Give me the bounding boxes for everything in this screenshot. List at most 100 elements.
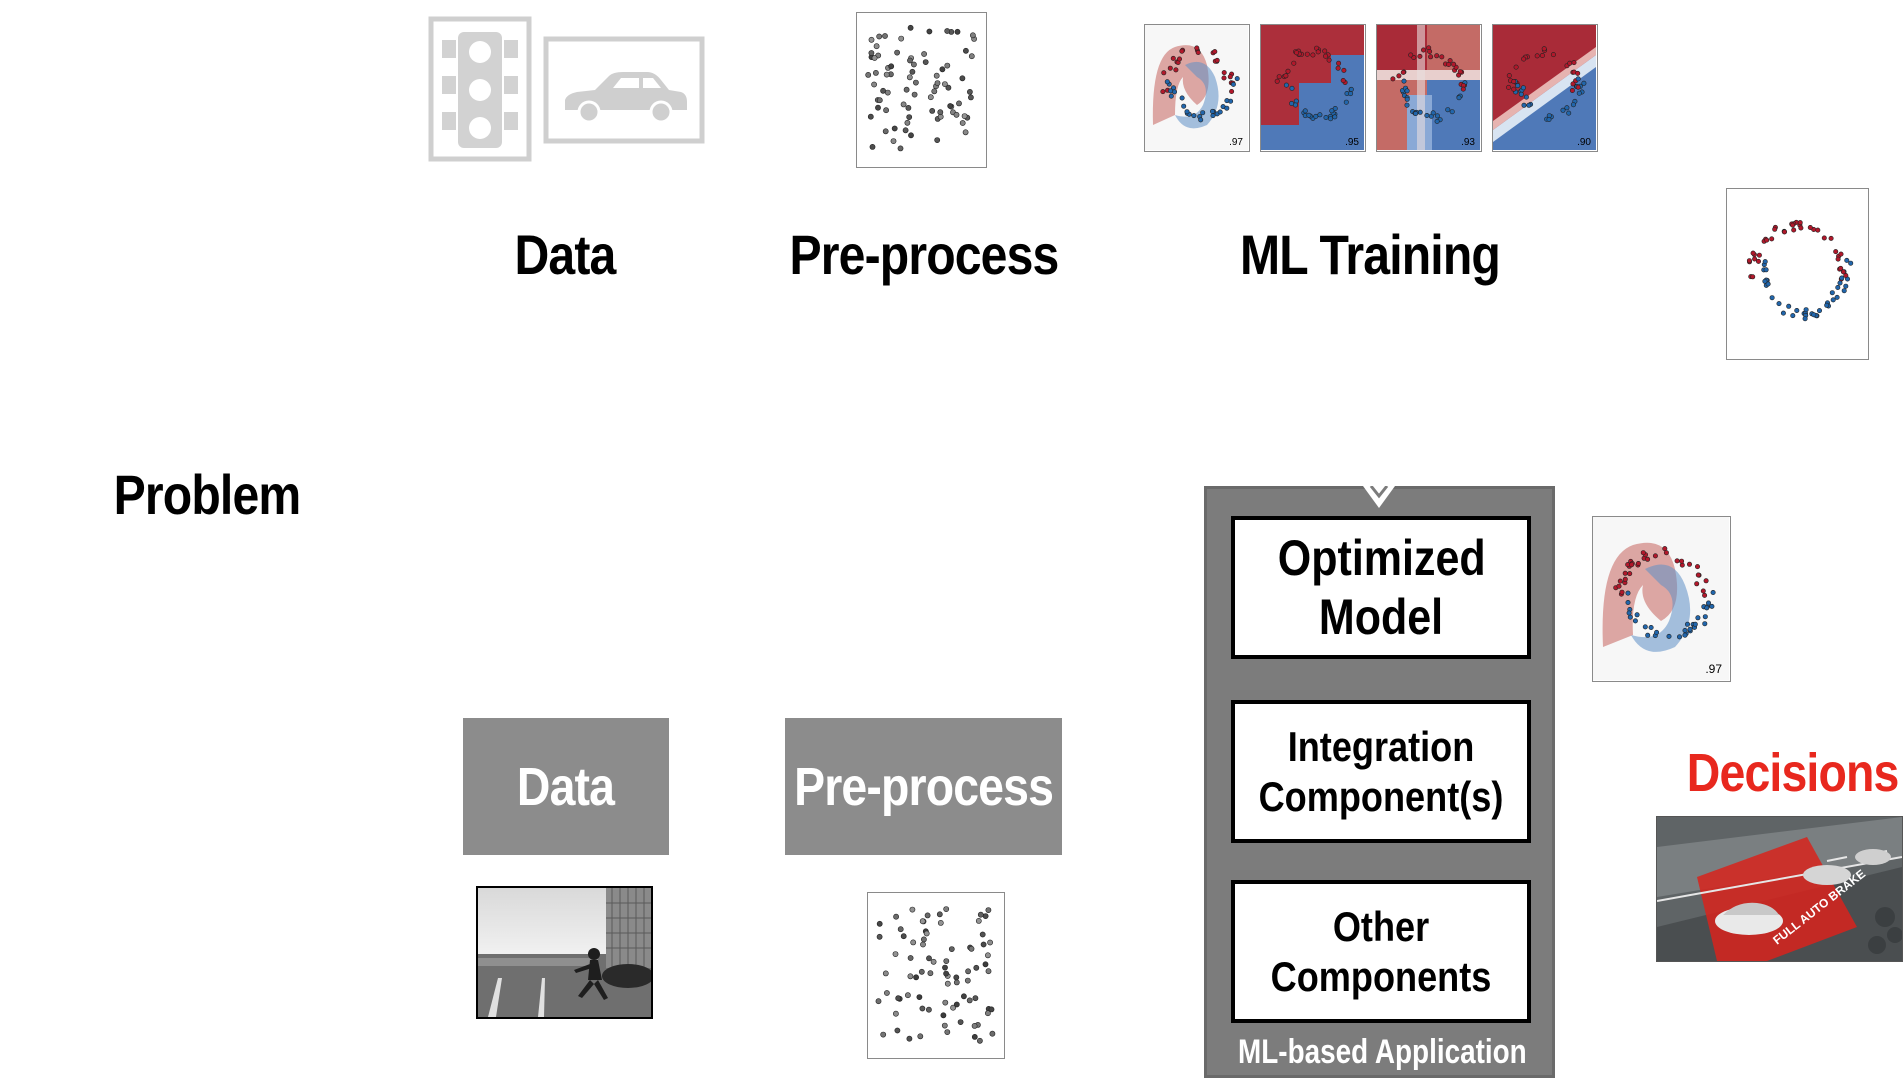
class-b-point [1769, 295, 1775, 301]
class-b-point [1790, 313, 1796, 319]
sample-point [937, 919, 944, 926]
sample-point [959, 120, 966, 126]
class-a-point [1534, 53, 1540, 59]
class-a-point [1674, 558, 1680, 564]
sample-point [868, 36, 875, 43]
sample-point [971, 1033, 978, 1040]
sample-point [961, 993, 967, 1000]
sample-point [953, 974, 960, 981]
optimized-model-thumbnail: .97 [1592, 516, 1731, 682]
sample-point [871, 55, 878, 61]
class-b-point [1210, 113, 1216, 119]
class-a-point [1326, 57, 1332, 63]
sample-point [957, 1019, 964, 1026]
training-score-4: .90 [1577, 137, 1591, 148]
class-a-point [1160, 89, 1166, 95]
sample-point [876, 97, 883, 104]
sample-point [883, 71, 890, 78]
class-b-point [1765, 281, 1771, 287]
class-b-point [1803, 307, 1809, 313]
class-a-point [1390, 76, 1396, 82]
class-a-point [1195, 49, 1201, 55]
class-a-point [1340, 77, 1346, 83]
sample-point [918, 968, 925, 975]
class-b-point [1626, 610, 1632, 616]
class-a-point [1511, 78, 1517, 84]
class-b-point [1685, 621, 1691, 627]
class-b-point [1687, 626, 1693, 632]
class-a-point [1274, 78, 1280, 84]
class-a-point [1285, 68, 1291, 74]
class-b-point [1445, 107, 1451, 113]
sample-point [934, 137, 941, 143]
sample-point [954, 28, 961, 35]
class-a-point [1447, 58, 1453, 64]
class-b-point [1413, 111, 1419, 117]
class-b-point [1164, 79, 1170, 85]
class-a-point [1663, 550, 1669, 556]
sample-point [898, 35, 905, 42]
sample-point [880, 1031, 887, 1038]
sample-point [977, 1037, 983, 1044]
sample-point [916, 994, 923, 1000]
sample-point [906, 114, 913, 120]
class-a-point [1662, 546, 1668, 552]
class-b-point [1564, 105, 1570, 111]
sample-point [911, 91, 918, 98]
model-thumb-score: .97 [1705, 662, 1722, 676]
class-b-point [1682, 628, 1688, 634]
sample-point [902, 127, 909, 134]
class-a-point [1807, 224, 1813, 230]
sample-point [939, 66, 946, 73]
sample-point [875, 998, 882, 1005]
sample-point [968, 53, 975, 60]
training-plot-3: .93 [1376, 24, 1482, 152]
class-a-point [1457, 69, 1463, 75]
sample-point [956, 100, 962, 107]
class-a-point [1619, 589, 1625, 595]
car-icon [543, 36, 705, 144]
sample-point [890, 138, 897, 145]
class-b-point [1521, 102, 1527, 108]
sample-point [882, 970, 889, 977]
class-b-point [1404, 88, 1410, 94]
class-b-point [1695, 615, 1701, 621]
sample-point [937, 109, 944, 116]
sample-point [934, 80, 941, 86]
class-b-point [1837, 280, 1843, 286]
sample-point [876, 933, 883, 940]
class-b-point [1581, 80, 1587, 86]
class-b-point [1794, 308, 1800, 314]
class-a-point [1617, 578, 1623, 584]
class-a-point [1304, 51, 1310, 57]
decision-region [1493, 55, 1596, 142]
sample-point [865, 72, 872, 78]
problem-label: Problem [113, 463, 302, 526]
class-a-point [1336, 60, 1342, 66]
sample-point [907, 955, 914, 961]
class-a-point [1645, 556, 1651, 562]
class-b-point [1289, 85, 1295, 91]
sample-point [973, 964, 980, 971]
class-b-point [1424, 113, 1430, 119]
class-a-point [1460, 86, 1466, 92]
class-a-point [1541, 46, 1547, 52]
class-a-point [1323, 53, 1329, 59]
sample-point [894, 49, 900, 56]
class-a-point [1322, 48, 1328, 54]
class-b-point [1224, 105, 1230, 111]
preprocess-box-bottom: Pre-process [785, 718, 1062, 855]
class-b-point [1184, 109, 1190, 115]
class-b-point [1848, 260, 1854, 266]
sample-point [917, 1033, 924, 1040]
class-a-point [1575, 84, 1581, 90]
class-a-point [1622, 570, 1628, 576]
sample-point [909, 68, 916, 75]
class-b-point [1401, 78, 1407, 84]
class-a-point [1821, 235, 1827, 241]
sample-point [962, 129, 969, 136]
class-a-point [1212, 49, 1218, 55]
class-a-point [1310, 52, 1316, 58]
sample-point [963, 47, 969, 54]
sample-point [895, 995, 902, 1002]
